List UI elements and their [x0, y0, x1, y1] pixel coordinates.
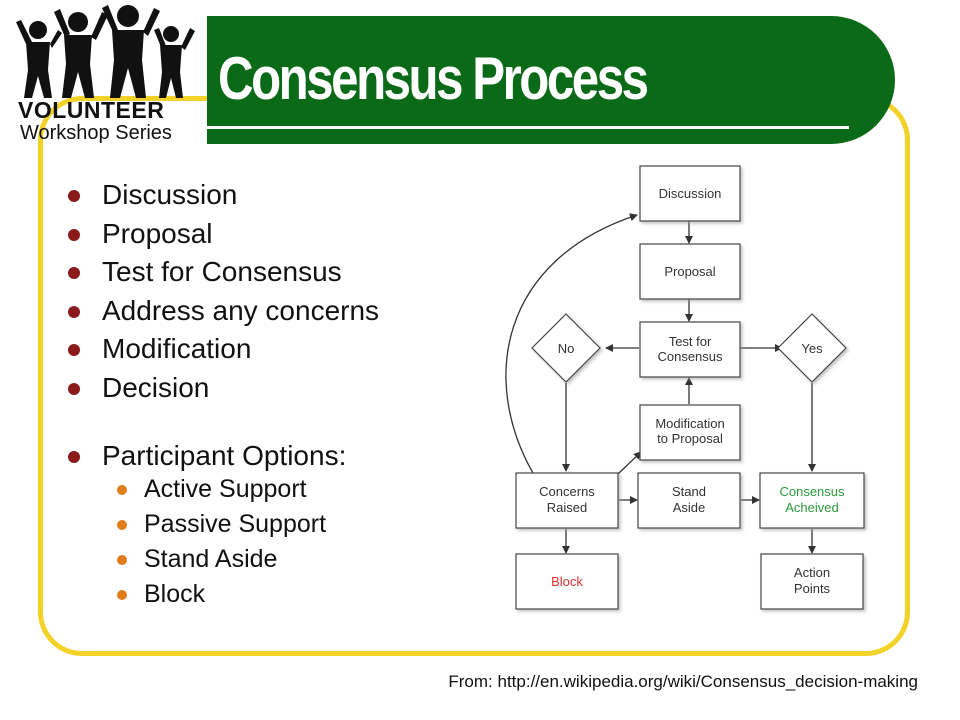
- list-item-text: Block: [144, 580, 206, 608]
- consensus-achieved-node: [759, 472, 865, 529]
- bullet-dot: [68, 382, 80, 395]
- title-banner: [207, 16, 895, 144]
- source-credit: From: http://en.wikipedia.org/wiki/Conse…: [448, 672, 918, 691]
- test-label-line2: Consensus: [657, 349, 723, 364]
- list-item: Proposal: [66, 215, 379, 254]
- list-item: Participant Options:: [66, 437, 379, 476]
- list-item-text: Stand Aside: [144, 545, 278, 573]
- title-underline: [207, 126, 849, 129]
- slide-title: Consensus Process: [218, 45, 649, 112]
- sub-bullet-dot: [117, 590, 127, 600]
- bullet-dot: [68, 190, 80, 202]
- participant-options-list: Active Support Passive Support Stand Asi…: [116, 472, 326, 612]
- no-label: No: [558, 341, 575, 356]
- list-item-text: Passive Support: [144, 510, 327, 538]
- action-points-node: [760, 553, 864, 610]
- process-steps-list: Discussion Proposal Test for Consensus A…: [66, 176, 379, 476]
- consensus-label-line2: Acheived: [785, 500, 838, 515]
- proposal-node: [639, 243, 741, 300]
- action-label-line1: Action: [794, 565, 830, 580]
- sub-bullet-dot: [117, 555, 127, 565]
- consensus-label-line1: Consensus: [779, 484, 845, 499]
- list-item-text: Test for Consensus: [102, 256, 342, 287]
- action-label-line2: Points: [794, 581, 831, 596]
- concerns-raised-node: [515, 472, 619, 529]
- list-item: Decision: [66, 369, 379, 408]
- list-item: Discussion: [66, 176, 379, 215]
- proposal-label: Proposal: [664, 264, 715, 279]
- block-node: [515, 553, 619, 610]
- bullet-dot: [68, 228, 80, 241]
- yes-decision-node: [777, 313, 847, 383]
- list-item-text: Modification: [102, 333, 252, 364]
- consensus-flowchart: Discussion Proposal Test for Consensus N…: [505, 165, 865, 610]
- bullet-dot: [68, 305, 80, 318]
- list-item: Passive Support: [116, 507, 326, 542]
- stand-aside-label-line1: Stand: [672, 484, 706, 499]
- modification-label-line2: to Proposal: [657, 431, 723, 446]
- stand-aside-label-line2: Aside: [673, 500, 706, 515]
- yes-label: Yes: [801, 341, 823, 356]
- bullet-dot: [68, 344, 80, 356]
- sub-bullet-dot: [117, 520, 127, 530]
- discussion-node: [639, 165, 741, 222]
- logo-text-workshop-series: Workshop Series: [20, 122, 172, 144]
- test-label-line1: Test for: [669, 334, 712, 349]
- discussion-label: Discussion: [659, 186, 722, 201]
- stand-aside-node: [637, 472, 741, 529]
- list-item-text: Active Support: [144, 475, 307, 503]
- no-decision-node: [531, 313, 601, 383]
- list-item: Stand Aside: [116, 542, 326, 577]
- concerns-label-line1: Concerns: [539, 484, 595, 499]
- modification-node: [639, 404, 741, 461]
- people-silhouette-icon: [16, 5, 195, 98]
- list-item-text: Proposal: [102, 217, 213, 249]
- modification-label-line1: Modification: [655, 416, 724, 431]
- list-item: Test for Consensus: [66, 253, 379, 292]
- list-item: Active Support: [116, 472, 326, 507]
- participant-options-heading: Participant Options:: [102, 440, 347, 471]
- bullet-dot: [68, 267, 80, 279]
- list-item-text: Discussion: [102, 179, 238, 210]
- list-item: Block: [116, 577, 326, 612]
- test-for-consensus-node: [639, 321, 741, 378]
- block-label: Block: [551, 574, 583, 589]
- list-item-text: Address any concerns: [102, 294, 380, 326]
- list-item-text: Decision: [102, 371, 210, 403]
- list-item: Address any concerns: [66, 292, 379, 331]
- logo-text-volunteer: VOLUNTEER: [18, 97, 165, 123]
- concerns-label-line2: Raised: [547, 500, 587, 515]
- volunteer-logo: VOLUNTEER Workshop Series: [8, 0, 208, 150]
- sub-bullet-dot: [117, 485, 127, 495]
- list-item: Modification: [66, 330, 379, 369]
- bullet-dot: [68, 451, 80, 463]
